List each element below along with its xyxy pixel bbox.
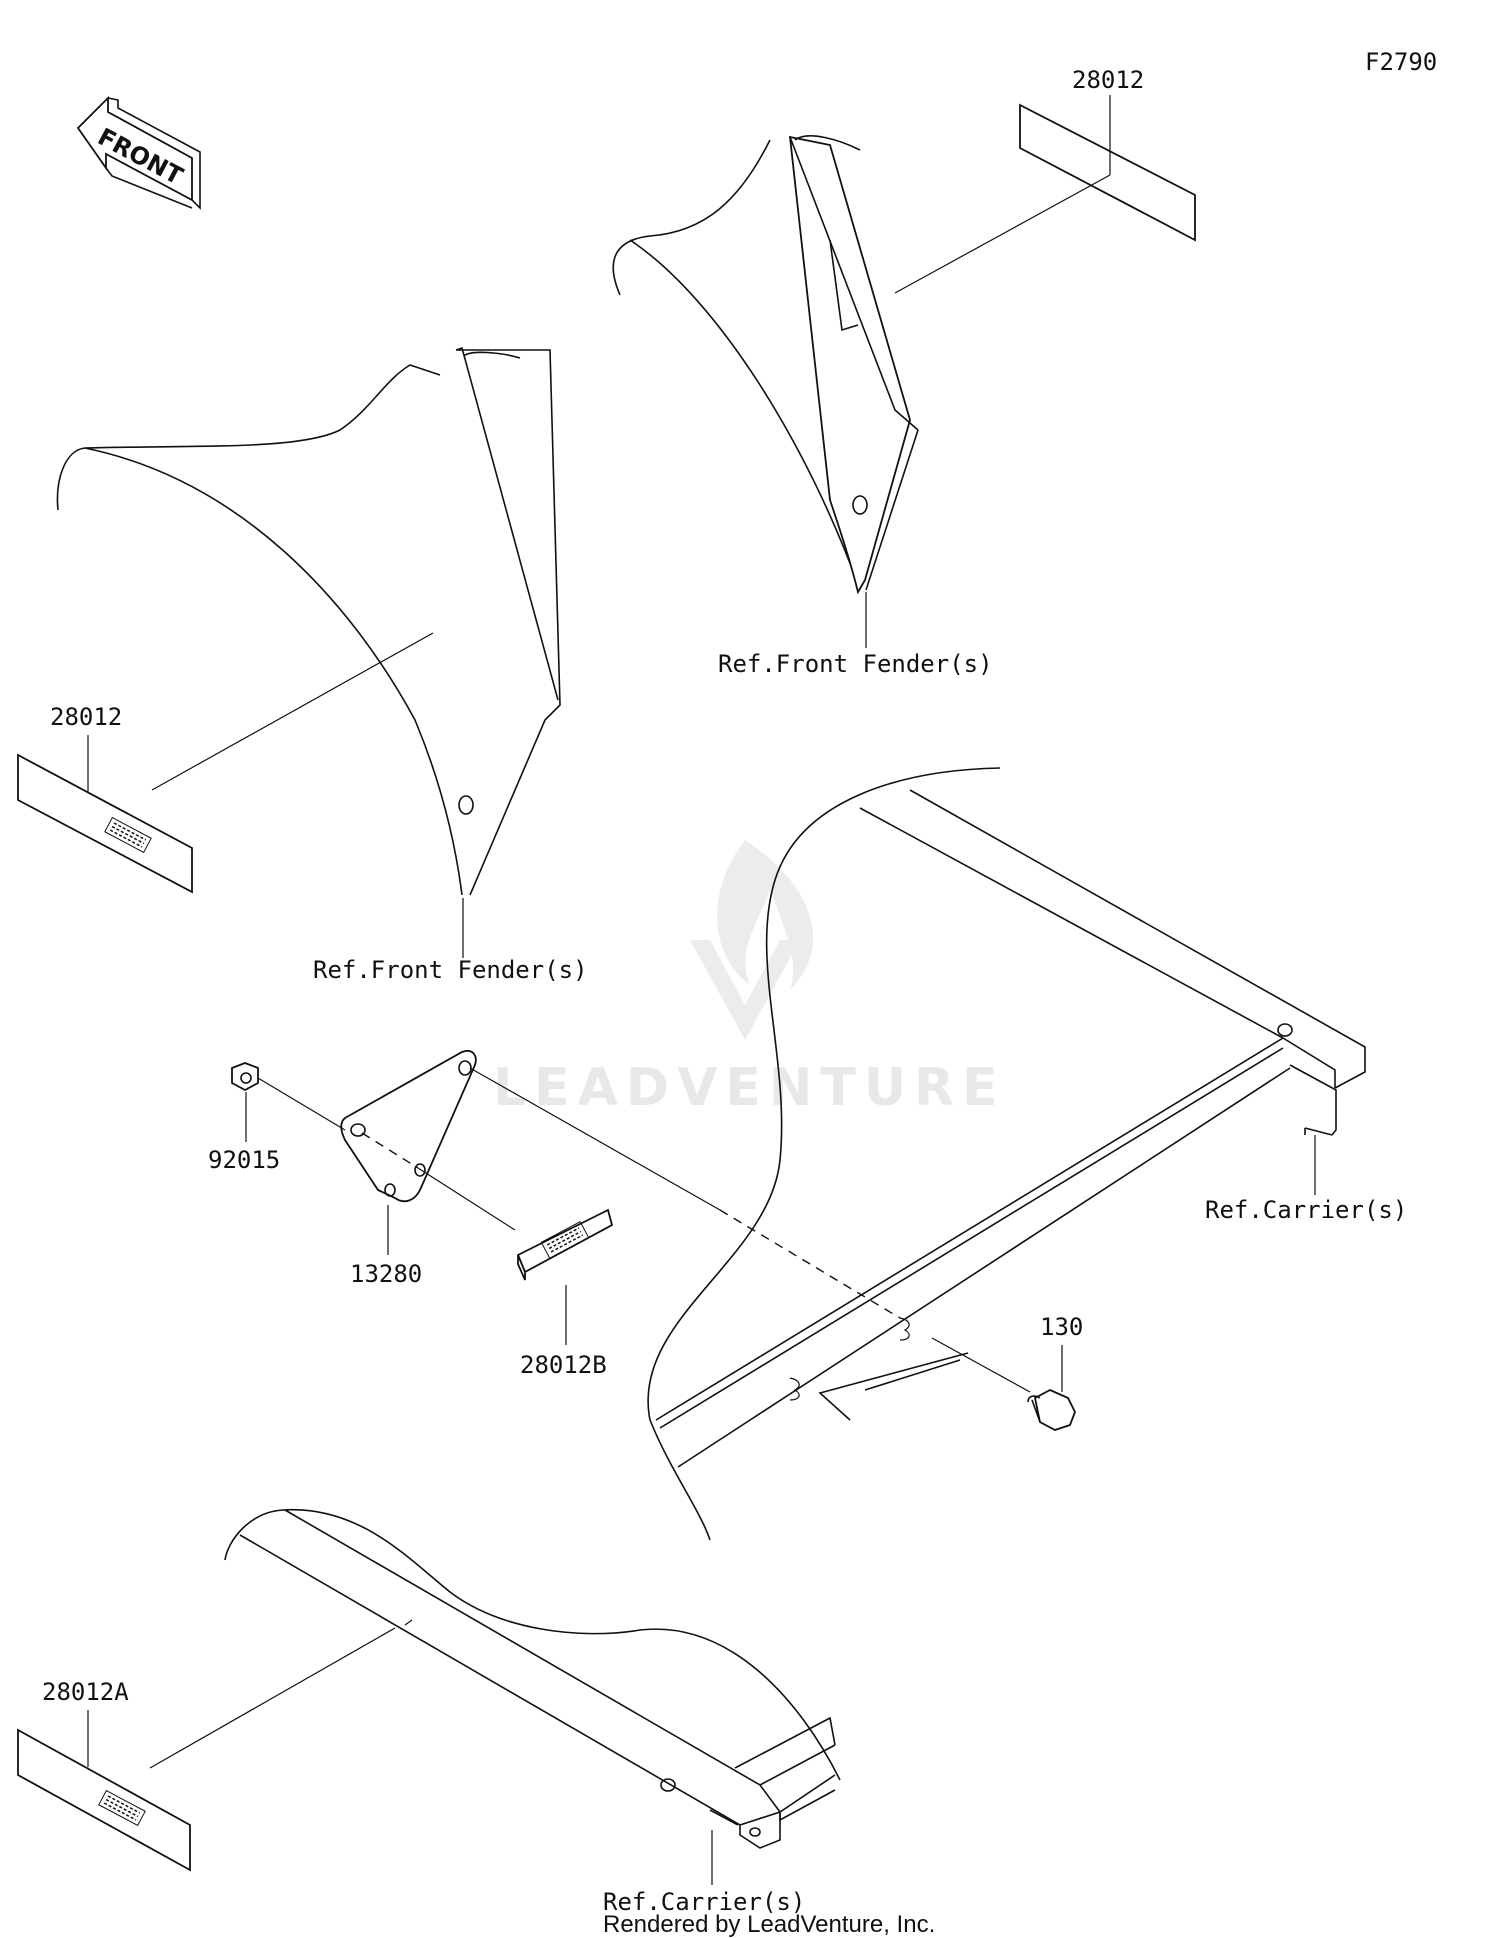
bolt-label: 130	[1040, 1313, 1083, 1341]
bolt-130-icon	[1027, 1388, 1076, 1431]
decal-28012a-label: 28012A	[42, 1678, 129, 1706]
decal-28012-left-label: 28012	[50, 703, 122, 731]
reflector-28012b	[516, 1208, 614, 1281]
leadventure-watermark: LEADVENTURE	[493, 840, 1006, 1118]
bracket-label: 13280	[350, 1260, 422, 1288]
ref-carrier-right-label: Ref.Carrier(s)	[1205, 1196, 1407, 1224]
reflector-label: 28012B	[520, 1351, 607, 1379]
front-arrow-icon: FRONT	[76, 95, 201, 210]
bracket-13280	[340, 1050, 477, 1203]
carrier-bottom	[224, 1508, 841, 1849]
nut-label: 92015	[208, 1146, 280, 1174]
ref-front-fender-upper-label: Ref.Front Fender(s)	[718, 650, 993, 678]
front-fender-upper	[612, 135, 919, 595]
ref-front-fender-lower-label: Ref.Front Fender(s)	[313, 956, 588, 984]
decal-28012a: 28012A	[17, 1627, 396, 1872]
ref-carrier-bottom-label: Ref.Carrier(s)	[603, 1888, 805, 1916]
front-fender-lower	[56, 346, 561, 896]
decal-28012-upper: 28012	[894, 66, 1196, 294]
decal-28012-upper-label: 28012	[1072, 66, 1144, 94]
nut-92015-icon	[231, 1062, 259, 1092]
watermark-text: LEADVENTURE	[493, 1058, 1006, 1118]
figure-code: F2790	[1365, 48, 1437, 76]
footer-credit: Rendered by LeadVenture, Inc.	[603, 1911, 935, 1938]
decal-28012-left: 28012	[17, 632, 434, 894]
carrier-right	[647, 767, 1366, 1541]
